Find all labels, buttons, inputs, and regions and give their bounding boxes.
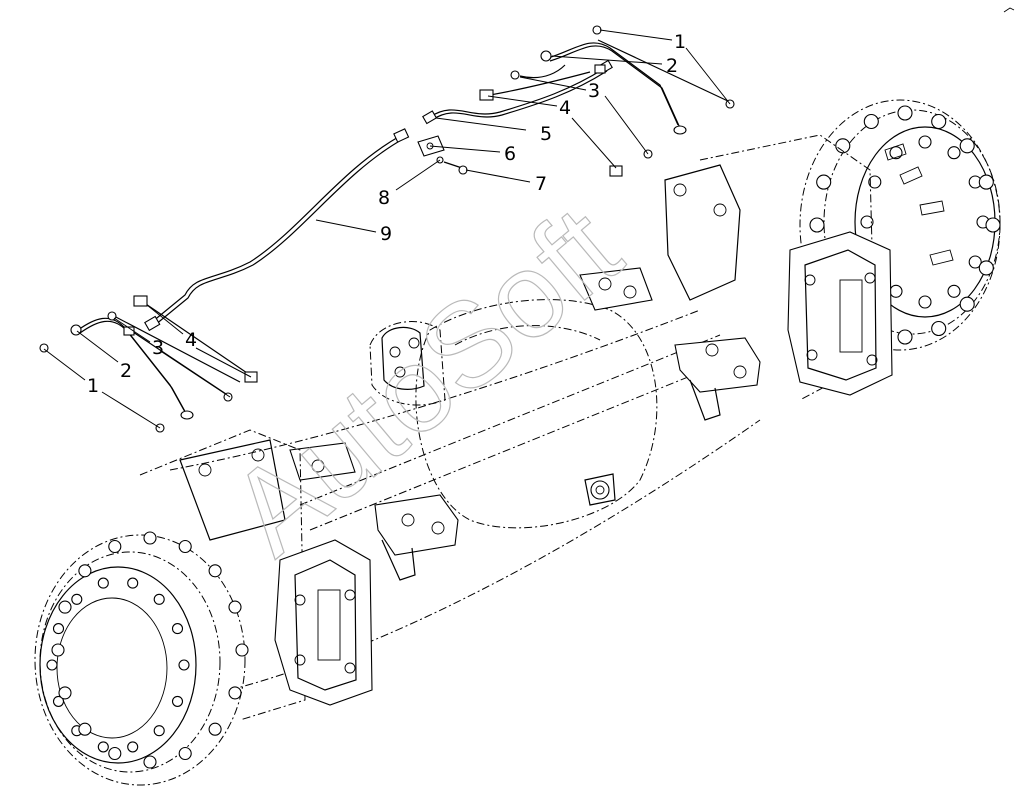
wheel-stud <box>127 741 139 753</box>
wheel-stud <box>947 146 961 160</box>
wheel-stud <box>153 725 165 737</box>
right-wheel-hub <box>664 99 1001 401</box>
callout-1-left: 1 <box>87 375 99 397</box>
callout-1-top: 1 <box>674 31 686 53</box>
wheel-stud <box>918 295 932 309</box>
wheel-stud <box>46 659 58 671</box>
wheel-stud <box>863 113 879 130</box>
wheel-stud <box>58 600 72 614</box>
wheel-stud <box>889 284 903 298</box>
wheel-stud <box>931 113 947 130</box>
wheel-stud <box>235 643 249 657</box>
callout-labels: 1 2 3 4 5 6 7 8 9 4 3 2 1 <box>87 31 686 397</box>
wheel-stud <box>809 217 825 233</box>
wheel-stud <box>816 174 832 190</box>
brake-pipe-assembly <box>39 25 735 433</box>
wheel-stud <box>178 539 192 554</box>
wheel-stud <box>985 217 1001 233</box>
wheel-stud <box>868 175 882 189</box>
wheel-stud <box>860 215 874 229</box>
wheel-stud <box>931 320 947 337</box>
callout-3-top: 3 <box>588 80 600 102</box>
wheel-stud <box>978 174 994 190</box>
wheel-stud <box>52 623 65 635</box>
wheel-stud <box>108 746 122 761</box>
callout-6: 6 <box>504 143 516 165</box>
wheel-stud <box>897 105 913 121</box>
callout-leaders <box>43 29 731 429</box>
wheel-stud <box>835 138 851 154</box>
wheel-stud <box>959 296 975 312</box>
wheel-stud <box>178 746 192 761</box>
wheel-stud <box>968 255 982 269</box>
wheel-stud <box>171 695 184 707</box>
wheel-stud <box>143 755 157 769</box>
callout-2-top: 2 <box>666 55 678 77</box>
corner-mark <box>1003 7 1015 13</box>
wheel-stud <box>143 531 157 545</box>
wheel-stud <box>918 135 932 149</box>
callout-9: 9 <box>380 223 392 245</box>
wheel-stud <box>897 329 913 345</box>
wheel-stud <box>178 659 190 671</box>
callout-7: 7 <box>535 173 547 195</box>
wheel-stud <box>208 722 222 736</box>
wheel-stud <box>947 284 961 298</box>
wheel-stud <box>108 539 122 554</box>
axle-housing <box>169 267 761 691</box>
wheel-stud <box>978 260 994 276</box>
wheel-stud <box>78 564 92 578</box>
wheel-stud <box>208 564 222 578</box>
callout-4-left: 4 <box>185 329 197 351</box>
wheel-stud <box>171 623 184 635</box>
callout-2-left: 2 <box>120 360 132 382</box>
wheel-stud <box>228 686 242 700</box>
wheel-stud <box>51 643 65 657</box>
callout-4-top: 4 <box>559 97 571 119</box>
wheel-stud <box>153 593 165 605</box>
callout-5: 5 <box>540 123 552 145</box>
wheel-stud <box>959 138 975 154</box>
left-brake-caliper <box>274 539 373 706</box>
right-brake-caliper <box>787 231 893 396</box>
wheel-stud <box>127 577 139 589</box>
wheel-stud <box>52 695 65 707</box>
wheel-stud <box>228 600 242 614</box>
wheel-stud <box>71 593 83 605</box>
wheel-stud <box>97 741 109 753</box>
wheel-stud <box>97 577 109 589</box>
callout-8: 8 <box>378 187 390 209</box>
wheel-stud <box>78 722 92 736</box>
left-wheel-hub <box>34 429 306 786</box>
callout-3-left: 3 <box>152 337 164 359</box>
wheel-stud <box>58 686 72 700</box>
